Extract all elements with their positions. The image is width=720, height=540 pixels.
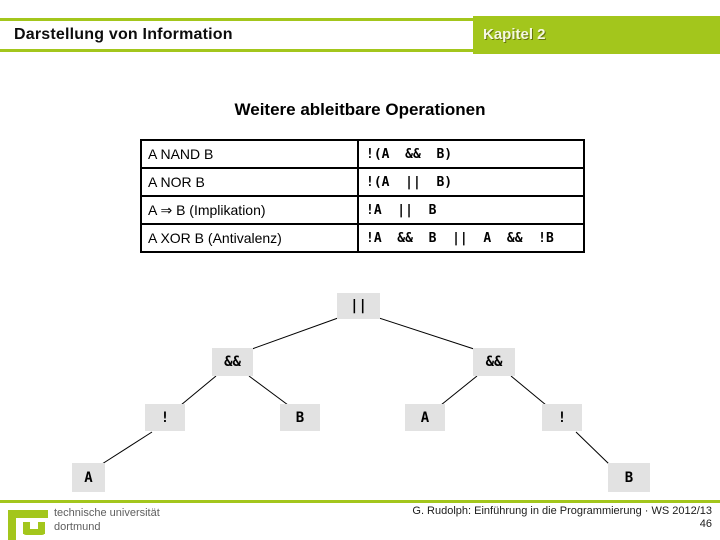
table-row: A XOR B (Antivalenz) !A && B || A && !B	[140, 223, 585, 253]
footer-rule	[0, 500, 720, 503]
operations-table: A NAND B !(A && B) A NOR B !(A || B) A ⇒…	[140, 139, 585, 253]
page-title: Weitere ableitbare Operationen	[234, 100, 486, 119]
table-row: A ⇒ B (Implikation) !A || B	[140, 195, 585, 225]
header-top-rule	[0, 18, 473, 21]
expression-tree: || && && ! B A ! A B	[0, 280, 720, 500]
operation-name: A ⇒ B (Implikation)	[140, 195, 359, 225]
chapter-badge: Kapitel 2	[473, 16, 720, 54]
operation-name: A NOR B	[140, 167, 359, 197]
tree-edges	[101, 317, 610, 465]
tree-node-not-right: !	[542, 404, 582, 431]
tree-node-not-left: !	[145, 404, 185, 431]
tree-node-a-mid: A	[405, 404, 445, 431]
course-credit: G. Rudolph: Einführung in die Programmie…	[412, 505, 712, 517]
operation-name: A XOR B (Antivalenz)	[140, 223, 359, 253]
header-title: Darstellung von Information	[14, 26, 233, 43]
operation-expr: !A || B	[357, 195, 585, 225]
tu-dortmund-logo	[8, 510, 48, 540]
university-name-line1: technische universität	[54, 507, 160, 519]
operation-expr: !(A && B)	[357, 139, 585, 169]
chapter-label: Kapitel 2	[483, 26, 546, 43]
university-name: technische universität dortmund	[54, 506, 160, 534]
tree-node-or-root: ||	[337, 293, 380, 319]
table-row: A NAND B !(A && B)	[140, 139, 585, 169]
operation-expr: !A && B || A && !B	[357, 223, 585, 253]
university-name-line2: dortmund	[54, 521, 101, 533]
tree-node-b-mid: B	[280, 404, 320, 431]
page-number: 46	[699, 518, 712, 530]
operation-name: A NAND B	[140, 139, 359, 169]
operation-expr: !(A || B)	[357, 167, 585, 197]
table-row: A NOR B !(A || B)	[140, 167, 585, 197]
tree-node-a-leaf: A	[72, 463, 105, 492]
tree-node-and-left: &&	[212, 348, 253, 376]
header-bottom-rule	[0, 49, 473, 52]
tree-node-and-right: &&	[473, 348, 515, 376]
footer-credit: G. Rudolph: Einführung in die Programmie…	[412, 505, 712, 531]
tree-node-b-leaf: B	[608, 463, 650, 492]
